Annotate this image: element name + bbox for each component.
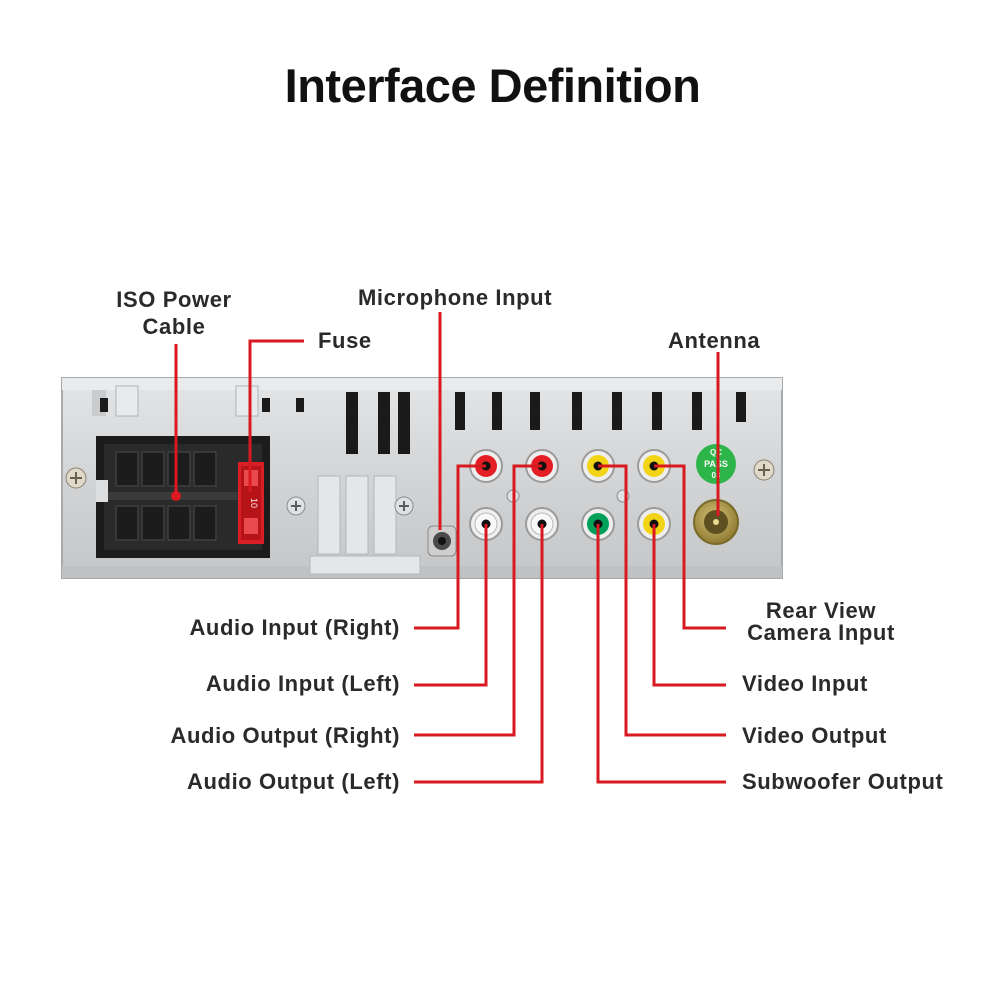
label-rear-view-line1: Rear View	[765, 598, 877, 623]
leader-fuse	[248, 339, 304, 492]
sticker-text-3: 03	[712, 471, 721, 480]
leader-audio-input-left	[414, 524, 488, 687]
label-iso-power-line1: ISO Power	[116, 287, 232, 312]
label-rear-view-line2: Camera Input	[747, 620, 895, 645]
chassis-ribs	[309, 475, 421, 575]
leader-audio-output-right	[414, 464, 542, 737]
label-rear-view-camera-input: Rear View Camera Input	[736, 600, 906, 644]
label-audio-output-left: Audio Output (Left)	[187, 769, 400, 794]
screw-middle	[394, 496, 414, 516]
label-audio-input-right: Audio Input (Right)	[189, 615, 400, 640]
svg-text:10: 10	[249, 498, 259, 508]
sticker-text-2: PASS	[704, 459, 728, 469]
vent-slots	[92, 385, 746, 454]
leader-iso-power-dot	[171, 491, 181, 501]
label-video-input: Video Input	[742, 671, 868, 696]
leader-audio-output-left	[414, 524, 544, 784]
label-fuse: Fuse	[318, 328, 372, 353]
label-audio-output-right: Audio Output (Right)	[170, 723, 400, 748]
label-iso-power-cable: ISO Power Cable	[94, 286, 254, 340]
label-subwoofer-output: Subwoofer Output	[742, 769, 944, 794]
leader-video-output	[598, 464, 726, 737]
label-audio-input-left: Audio Input (Left)	[205, 671, 400, 696]
label-microphone-input: Microphone Input	[358, 285, 553, 310]
label-antenna: Antenna	[668, 328, 761, 353]
antenna-socket	[693, 499, 739, 545]
page-title: Interface Definition	[284, 59, 701, 112]
leader-rear-view	[654, 464, 726, 630]
qc-pass-sticker: QC PASS 03	[696, 444, 736, 484]
label-iso-power-line2: Cable	[142, 314, 206, 339]
iso-power-connector	[96, 436, 270, 558]
leader-audio-input-right	[414, 464, 486, 630]
leader-lines	[171, 312, 726, 784]
microphone-jack	[427, 525, 457, 557]
leader-video-input	[652, 524, 726, 687]
label-video-output: Video Output	[742, 723, 887, 748]
leader-subwoofer	[596, 524, 726, 784]
screw-middle-left	[286, 496, 306, 516]
screw-right	[753, 459, 775, 481]
sticker-text-1: QC	[710, 448, 722, 457]
screw-left	[65, 467, 87, 489]
